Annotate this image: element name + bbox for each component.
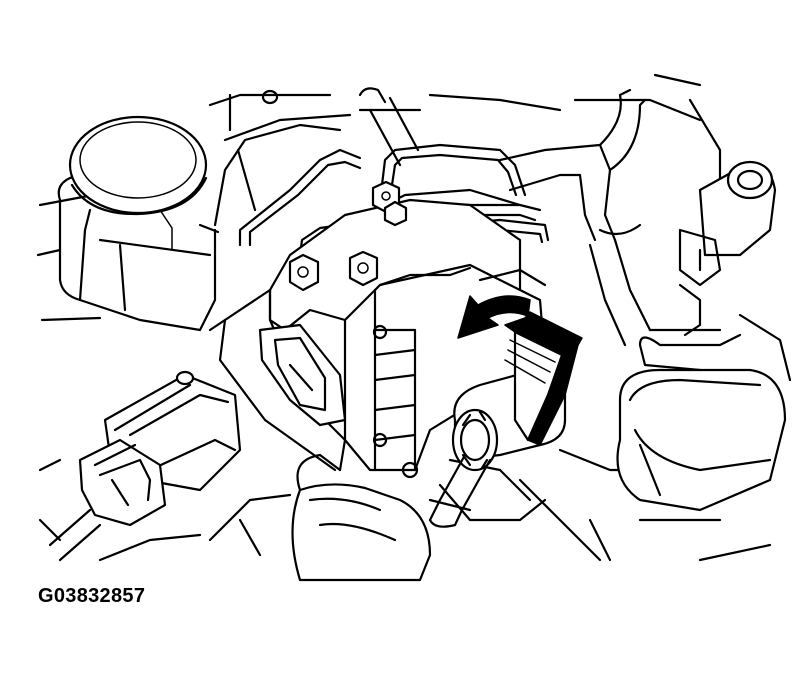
figure-id-label: G03832857 bbox=[38, 585, 146, 607]
tube-nuts bbox=[288, 180, 408, 292]
abs-actuator bbox=[208, 198, 547, 522]
right-tank bbox=[616, 328, 787, 512]
actuator-mount-bracket bbox=[258, 323, 347, 427]
fluid-reservoir bbox=[57, 115, 220, 332]
connector-lock-lever bbox=[504, 311, 583, 446]
lower-hose bbox=[291, 453, 432, 582]
mounting-bracket bbox=[213, 87, 420, 227]
curved-arrow-icon bbox=[457, 295, 531, 339]
sensor-connector bbox=[38, 370, 242, 562]
coolant-hose bbox=[498, 88, 652, 347]
top-right-fittings bbox=[678, 160, 777, 337]
